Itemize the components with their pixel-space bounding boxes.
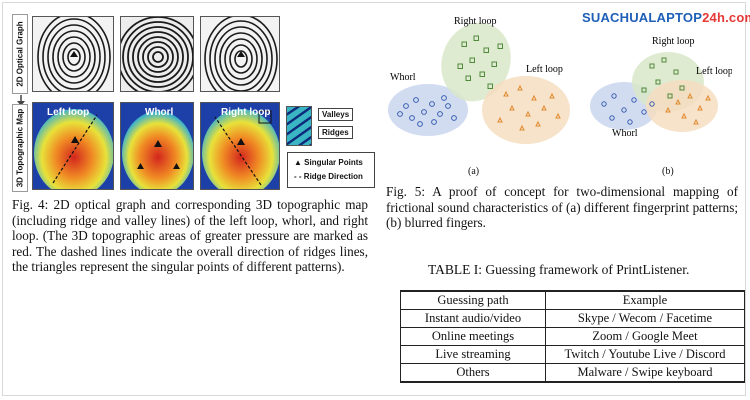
whorl-points <box>397 95 457 127</box>
table-row: Online meetings Zoom / Google Meet <box>400 327 745 346</box>
header-guessing-path: Guessing path <box>400 290 546 310</box>
scatter-a-label: (a) <box>468 166 480 177</box>
label-whorl-b: Whorl <box>612 128 638 139</box>
topographic-left-loop-image: Left loop <box>32 102 114 190</box>
dashed-line-icon: - - <box>294 172 302 181</box>
topographic-right-loop-image: Right loop <box>200 102 280 190</box>
scatter-plot-b: Right loop Left loop Whorl <box>590 36 732 139</box>
table-row: Live streaming Twitch / Youtube Live / D… <box>400 345 745 364</box>
cell-guessing-path: Online meetings <box>400 327 546 346</box>
ridge-zoom-inset <box>286 106 312 146</box>
cell-example: Twitch / Youtube Live / Discord <box>545 345 745 364</box>
label-right-loop-b: Right loop <box>652 36 695 47</box>
optical-right-loop-image <box>200 16 280 92</box>
cell-example: Skype / Wecom / Facetime <box>545 309 745 328</box>
table-title: TABLE I: Guessing framework of PrintList… <box>428 262 690 277</box>
header-example: Example <box>545 290 745 310</box>
cell-example: Zoom / Google Meet <box>545 327 745 346</box>
label-left-loop-b: Left loop <box>696 66 732 77</box>
table-header-row: Guessing path Example <box>400 290 745 310</box>
right-loop-points <box>457 35 503 89</box>
table-row: Instant audio/video Skype / Wecom / Face… <box>400 309 745 328</box>
cell-guessing-path: Live streaming <box>400 345 546 364</box>
legend-singular-points: ▲ Singular Points <box>294 158 363 167</box>
figure-5-caption: Fig. 5: A proof of concept for two-dimen… <box>386 184 738 230</box>
label-left-loop-a: Left loop <box>526 64 563 75</box>
cell-example: Malware / Swipe keyboard <box>545 363 745 383</box>
triangle-icon: ▲ <box>294 158 302 167</box>
legend-ridge-direction: - - Ridge Direction <box>294 172 363 181</box>
left-loop-points <box>497 84 561 131</box>
panel-label-whorl: Whorl <box>145 107 174 118</box>
cell-guessing-path: Instant audio/video <box>400 309 546 328</box>
row-arrow-icon <box>17 94 25 106</box>
legend-valleys: Valleys <box>318 108 354 121</box>
row-label-optical: 2D Optical Graph <box>12 14 28 94</box>
legend-box: ▲ Singular Points - - Ridge Direction <box>287 152 375 188</box>
cell-guessing-path: Others <box>400 363 546 383</box>
legend-ridges: Ridges <box>318 126 353 139</box>
panel-label-left-loop: Left loop <box>47 107 90 118</box>
figure-4-caption: Fig. 4: 2D optical graph and correspondi… <box>12 197 368 274</box>
topographic-whorl-image: Whorl <box>120 102 194 190</box>
label-right-loop-a: Right loop <box>454 16 497 27</box>
label-whorl-a: Whorl <box>390 72 416 83</box>
optical-whorl-image <box>120 16 194 92</box>
scatter-b-label: (b) <box>662 166 674 177</box>
guessing-framework-table: Guessing path Example Instant audio/vide… <box>400 290 745 383</box>
panel-label-right-loop: Right loop <box>221 107 271 118</box>
table-row: Others Malware / Swipe keyboard <box>400 363 745 383</box>
scatter-plot-a: Right loop Left loop Whorl <box>388 16 570 144</box>
row-label-topographic: 3D Topographic Map <box>12 104 28 192</box>
optical-left-loop-image <box>32 16 114 92</box>
page-frame <box>2 2 746 396</box>
brand-watermark: SUACHUALAPTOP24h.com <box>582 10 750 25</box>
